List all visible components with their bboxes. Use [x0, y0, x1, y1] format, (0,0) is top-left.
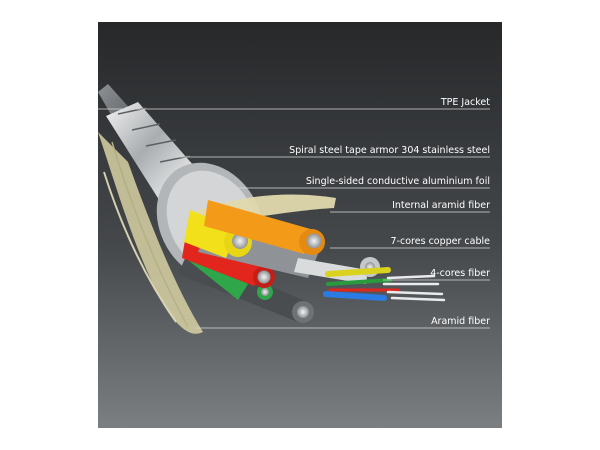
- leader-lines: [98, 108, 490, 329]
- fiber-blue: [323, 291, 387, 301]
- cable-cross-section-diagram: TPE Jacket Spiral steel tape armor 304 s…: [98, 22, 502, 428]
- label-internal-aramid: Internal aramid fiber: [392, 200, 490, 211]
- labels: TPE Jacket Spiral steel tape armor 304 s…: [289, 97, 490, 327]
- label-aramid-fiber: Aramid fiber: [431, 316, 490, 327]
- fiber-cores-group: [323, 267, 446, 302]
- label-conductive-foil: Single-sided conductive aluminium foil: [306, 176, 490, 187]
- label-fiber-cores: 4-cores fiber: [430, 268, 490, 279]
- outer-aramid-fiber: [98, 132, 203, 334]
- fiber-yellow: [325, 267, 391, 277]
- yellow-conductor: [184, 210, 238, 258]
- fiber-green: [326, 278, 392, 286]
- label-tpe-jacket: TPE Jacket: [440, 97, 490, 108]
- cable-diagram-panel: TPE Jacket Spiral steel tape armor 304 s…: [98, 22, 502, 428]
- label-spiral-armor: Spiral steel tape armor 304 stainless st…: [289, 145, 490, 156]
- orange-conductor: [204, 200, 314, 254]
- label-copper-cable: 7-cores copper cable: [391, 236, 491, 247]
